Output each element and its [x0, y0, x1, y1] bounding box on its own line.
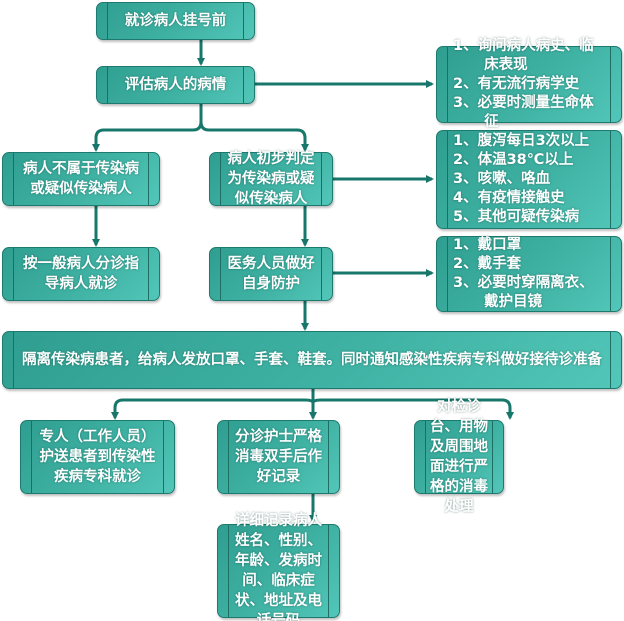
- node-isolate: 隔离传染病患者，给病人发放口罩、手套、鞋套。同时通知感染性疾病专科做好接待诊准备: [2, 331, 622, 389]
- note-item: 1、戴口罩: [453, 237, 522, 253]
- node-staff-protection: 医务人员做好自身防护: [209, 247, 333, 301]
- note-item: 3、咳嗽、咯血: [453, 171, 551, 187]
- node-suspected-notes: 1、腹泻每日3次以上 2、体温38℃以上 3、咳嗽、咯血 4、有疫情接触史 5、其他可疑…: [436, 130, 622, 229]
- note-item: 2、体温38℃以上: [453, 152, 574, 168]
- note-item: 1、腹泻每日3次以上: [453, 133, 590, 149]
- node-protection-notes: 1、戴口罩 2、戴手套 3、必要时穿隔离衣、戴护目镜: [436, 236, 622, 312]
- node-not-infectious: 病人不属于传染病或疑似传染病人: [2, 152, 160, 206]
- note-item: 2、戴手套: [453, 256, 522, 272]
- node-record: 详细记录病人姓名、性别、年龄、发病时间、临床症状、地址及电话号码: [217, 513, 340, 621]
- node-suspected: 病人初步判定为传染病或疑似传染病人: [209, 151, 333, 207]
- branch-assess: [94, 104, 305, 150]
- node-escort: 专人（工作人员）护送患者到传染性疾病专科就诊: [20, 420, 175, 494]
- note-item: 4、有疫情接触史: [453, 190, 565, 206]
- node-assess-notes: 1、询问病人病史、临床表现 2、有无流行病学史 3、必要时测量生命体征: [436, 38, 622, 130]
- note-item: 3、必要时测量生命体征: [453, 95, 594, 130]
- note-item: 5、其他可疑传染病: [453, 209, 580, 225]
- node-disinfect-area: 对检诊台、用物及周围地面进行严格的消毒处理: [414, 399, 504, 515]
- node-disinfect-hands: 分诊护士严格消毒双手后作好记录: [217, 420, 340, 494]
- node-general-triage: 按一般病人分诊指导病人就诊: [2, 247, 160, 301]
- node-assess: 评估病人的病情: [96, 66, 255, 104]
- note-item: 2、有无流行病学史: [453, 76, 580, 92]
- node-start: 就诊病人挂号前: [96, 2, 255, 40]
- note-item: 3、必要时穿隔离衣、戴护目镜: [453, 275, 594, 310]
- note-item: 1、询问病人病史、临床表现: [453, 38, 594, 73]
